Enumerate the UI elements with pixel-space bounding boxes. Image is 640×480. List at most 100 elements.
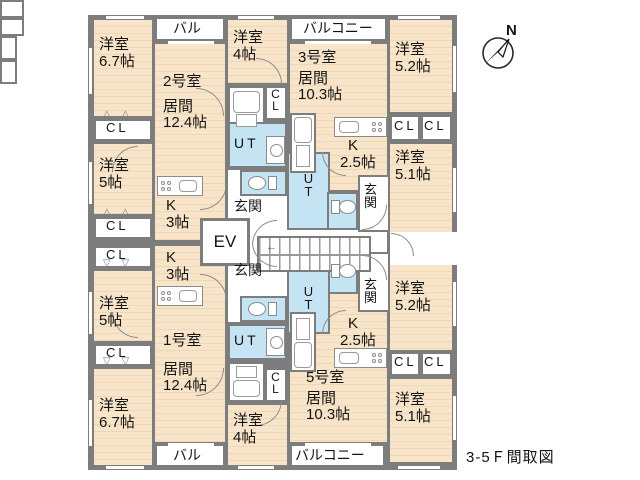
shoe-cabinet-unit2 bbox=[0, 0, 24, 18]
closet-label: CL bbox=[106, 345, 129, 360]
folding-door-icon: ▽ ▽ bbox=[103, 356, 134, 367]
window bbox=[453, 396, 456, 440]
utility-label-unit1: UT bbox=[234, 332, 259, 348]
utility-label-unit3: UT bbox=[303, 171, 314, 199]
entrance-label-unit2: 玄関 bbox=[234, 198, 262, 214]
window bbox=[89, 48, 92, 94]
balcony-window bbox=[305, 41, 371, 44]
closet-label: CL bbox=[394, 354, 417, 369]
stove-icon-unit1 bbox=[161, 291, 171, 301]
sink-icon-unit3 bbox=[339, 121, 359, 133]
balcony-window bbox=[305, 443, 371, 446]
balcony-window bbox=[168, 41, 214, 44]
closet-label: CL bbox=[106, 247, 129, 262]
stairs-divider bbox=[259, 254, 369, 256]
bath-pillow-icon-unit3 bbox=[296, 145, 310, 167]
unit5-living-label: 5号室 居間 10.3帖 bbox=[306, 369, 351, 423]
balcony-window bbox=[168, 443, 214, 446]
window bbox=[398, 16, 440, 19]
closet-label-vertical: CL bbox=[271, 370, 280, 396]
toilet-tank-icon-unit2 bbox=[268, 176, 277, 190]
utility-label-unit2: UT bbox=[234, 135, 259, 151]
room-east-5_2-bottom bbox=[390, 265, 452, 350]
window bbox=[89, 400, 92, 446]
balcony-label: バルコニー bbox=[303, 20, 373, 36]
window bbox=[238, 16, 274, 19]
closet-left-1 bbox=[94, 119, 152, 141]
entrance-label-unit1: 玄関 bbox=[234, 262, 262, 278]
shoe-cabinet-unit5 bbox=[0, 60, 17, 84]
compass-icon bbox=[482, 37, 514, 69]
sink-icon-unit5 bbox=[339, 352, 359, 364]
shoe-cabinet-unit3 bbox=[0, 36, 17, 60]
closet-label: CL bbox=[106, 218, 129, 233]
floor-plan-title: 3-5Ｆ間取図 bbox=[466, 449, 555, 466]
window bbox=[89, 162, 92, 204]
entrance-label-unit3: 玄関 bbox=[363, 182, 377, 210]
bathtub-icon-unit5 bbox=[294, 342, 312, 368]
window bbox=[106, 466, 144, 469]
compass-north-label: N bbox=[506, 22, 517, 39]
bathtub-icon-unit3 bbox=[294, 117, 312, 143]
sink-icon-unit1 bbox=[179, 290, 197, 302]
closet-left-2 bbox=[94, 217, 152, 239]
entrance-label-unit5: 玄関 bbox=[363, 277, 377, 305]
window bbox=[453, 46, 456, 92]
toilet-icon-unit1 bbox=[248, 302, 266, 316]
closet-east-3 bbox=[390, 352, 420, 376]
closet-label: CL bbox=[424, 354, 447, 369]
balcony-top-right bbox=[290, 17, 387, 41]
closet-left-3 bbox=[94, 246, 152, 268]
bath-pillow-icon-unit5 bbox=[296, 318, 310, 340]
unit1-living-label: 1号室 居間 12.4帖 bbox=[163, 332, 208, 394]
balcony-label: バル bbox=[173, 20, 201, 36]
closet-label-vertical: CL bbox=[271, 87, 280, 113]
toilet-tank-icon-unit1 bbox=[268, 302, 277, 316]
bathtub-icon-unit2 bbox=[233, 91, 260, 113]
elevator: EV bbox=[200, 218, 250, 266]
closet-label: CL bbox=[424, 118, 447, 133]
sink-icon-unit2 bbox=[179, 180, 197, 192]
room-east-5_1-bottom bbox=[390, 379, 452, 462]
stove-icon-unit5 bbox=[372, 353, 382, 363]
bath-pillow-icon-unit2 bbox=[236, 114, 257, 127]
closet-label: CL bbox=[394, 118, 417, 133]
window bbox=[89, 292, 92, 334]
window bbox=[398, 466, 440, 469]
utility-label-unit5: UT bbox=[303, 284, 314, 312]
room-west-6_7-top bbox=[94, 20, 152, 116]
folding-door-icon: △ △ bbox=[103, 109, 134, 120]
elevator-label: EV bbox=[213, 232, 237, 251]
room-west-6_7-bottom bbox=[94, 369, 152, 465]
stove-icon-unit2 bbox=[161, 181, 171, 191]
balcony-label: バルコニー bbox=[295, 447, 365, 463]
room-east-5_1-top bbox=[390, 144, 452, 232]
bathtub-icon-unit1 bbox=[233, 380, 260, 397]
window bbox=[238, 466, 274, 469]
living-unit2 bbox=[155, 44, 225, 240]
window bbox=[453, 282, 456, 326]
balcony-label: バル bbox=[173, 447, 201, 463]
unit3-living-label: 3号室 居間 10.3帖 bbox=[298, 49, 343, 103]
window bbox=[453, 168, 456, 212]
stove-icon-unit3 bbox=[372, 122, 382, 132]
room-east-5_2-top bbox=[390, 20, 452, 112]
shoe-cabinet-unit1 bbox=[0, 18, 24, 36]
corridor-wall bbox=[387, 218, 390, 265]
washer-icon-unit2 bbox=[266, 136, 285, 164]
